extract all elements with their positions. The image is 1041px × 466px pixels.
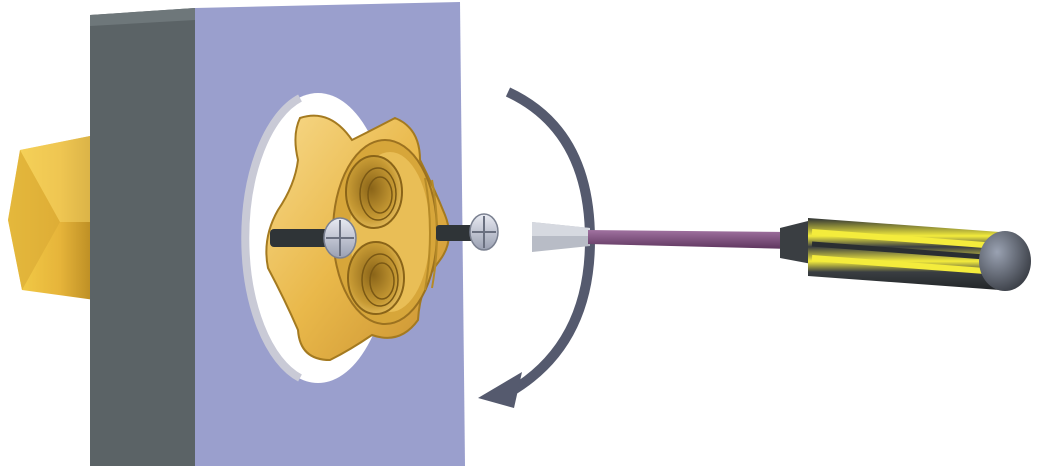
mounted-screw — [270, 217, 357, 259]
set-screw — [436, 213, 499, 251]
threaded-hole-bottom — [347, 241, 405, 315]
back-cone — [8, 135, 95, 300]
screwdriver — [532, 218, 1031, 291]
threaded-hole-top — [345, 155, 403, 229]
star-knob — [265, 114, 450, 362]
